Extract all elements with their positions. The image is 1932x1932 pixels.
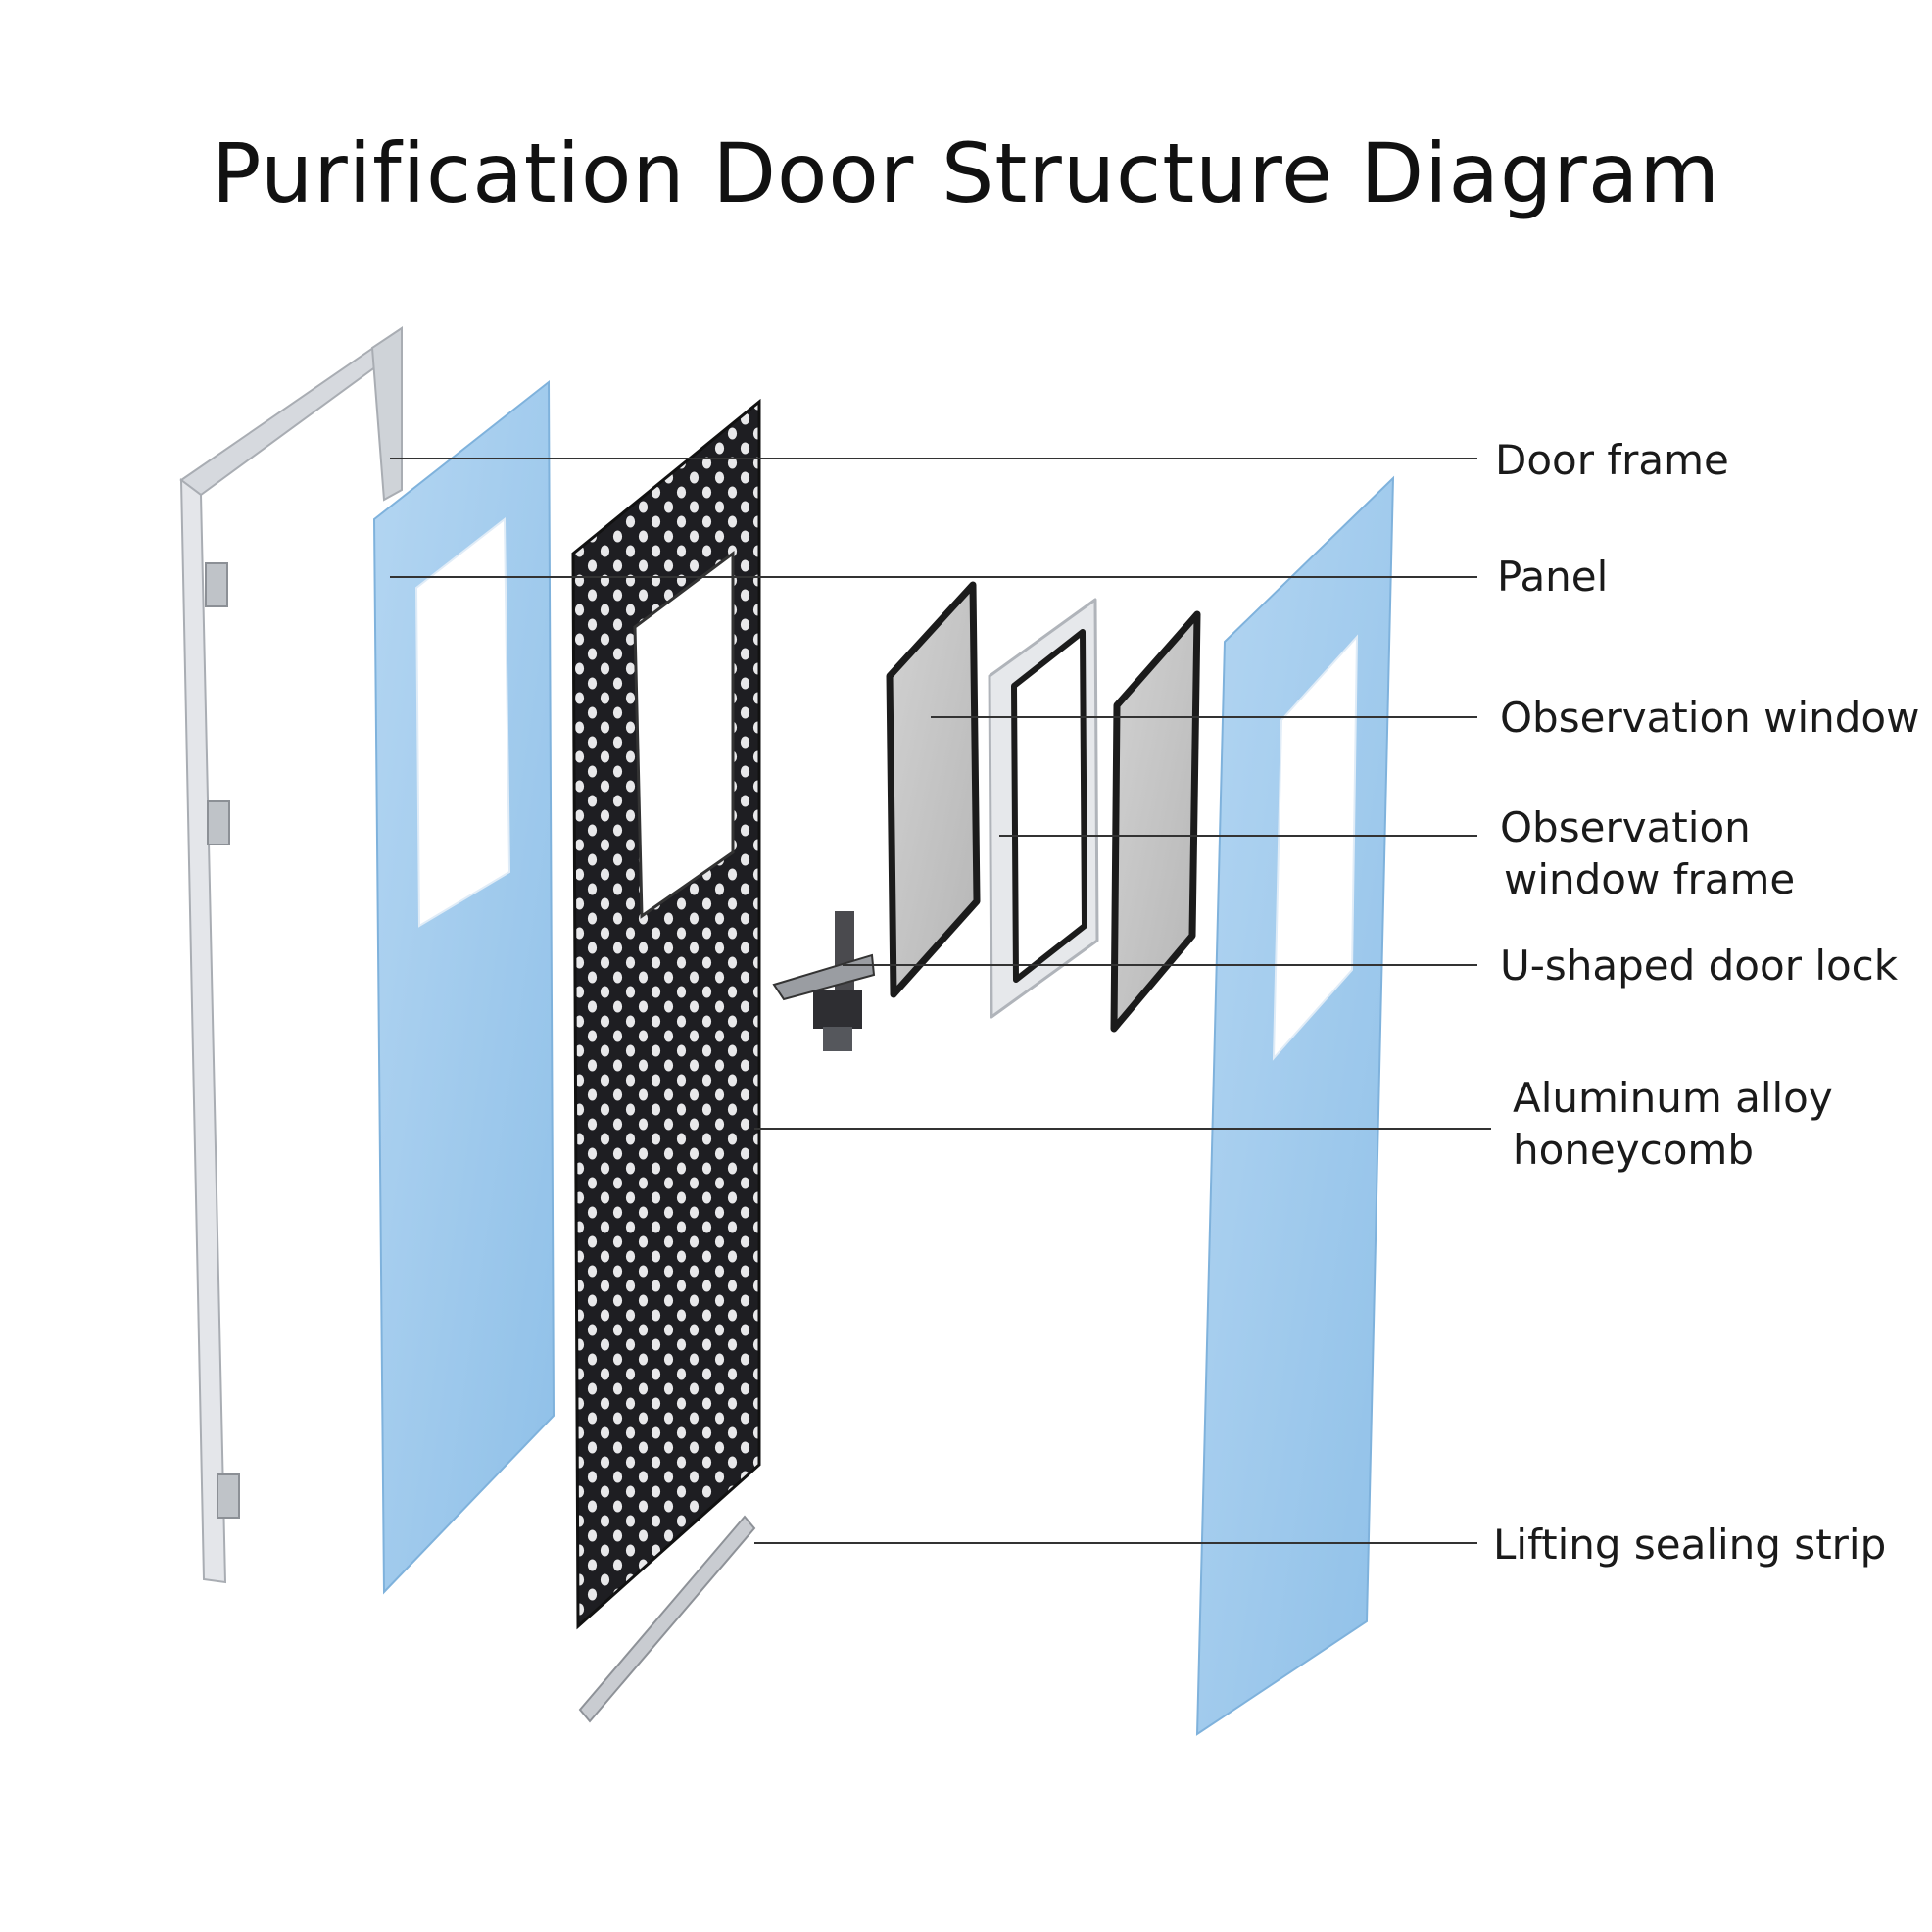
diagram-title: Purification Door Structure Diagram (211, 125, 1721, 221)
label-observation-window-frame-line2: window frame (1504, 855, 1796, 903)
u-shaped-door-lock-part (772, 911, 876, 1051)
lifting-sealing-strip-part (578, 1515, 756, 1723)
honeycomb-core-part (571, 398, 761, 1630)
observation-window-glass-part (1110, 610, 1201, 1033)
label-panel: Panel (1497, 553, 1609, 601)
hinge-icon (205, 562, 228, 607)
hinge-icon (207, 800, 230, 845)
label-door-frame: Door frame (1495, 436, 1729, 484)
label-honeycomb-line1: Aluminum alloy (1513, 1074, 1833, 1122)
leader-lines (390, 458, 1491, 1544)
label-observation-window: Observation window (1500, 694, 1920, 742)
door-frame-part (179, 326, 403, 1584)
hinge-icon (217, 1473, 240, 1519)
observation-window-frame-part (988, 598, 1099, 1019)
front-panel-part (372, 379, 555, 1595)
label-u-shaped-door-lock: U-shaped door lock (1500, 942, 1899, 990)
back-panel-part (1195, 475, 1395, 1736)
observation-window-glass-part (886, 581, 981, 998)
label-honeycomb-line2: honeycomb (1513, 1126, 1754, 1174)
label-observation-window-frame-line1: Observation (1500, 803, 1751, 851)
label-lifting-sealing-strip: Lifting sealing strip (1493, 1521, 1887, 1569)
